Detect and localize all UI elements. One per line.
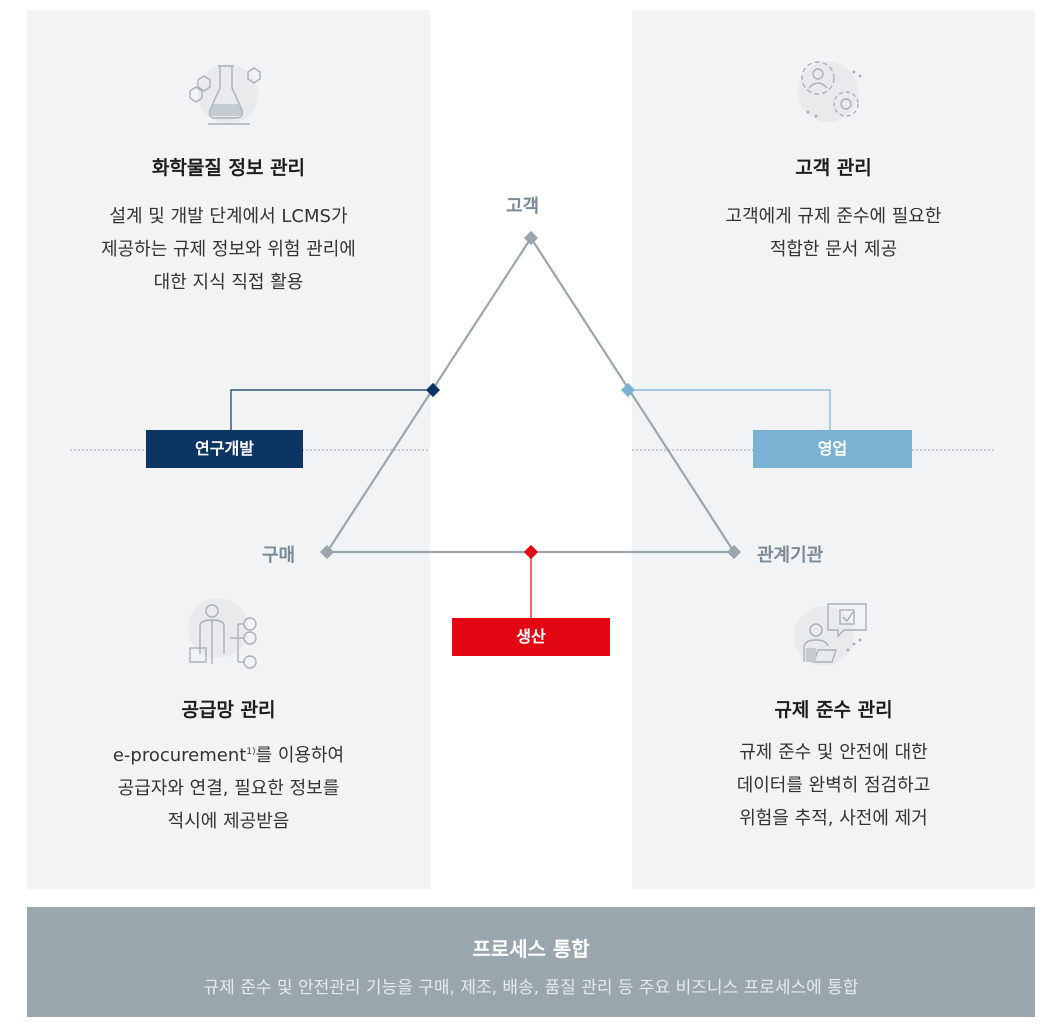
compliance-block-title: 규제 준수 관리 <box>774 699 893 721</box>
chemical-block-desc: 설계 및 개발 단계에서 LCMS가 제공하는 규제 정보와 위험 관리에 대한… <box>27 200 430 299</box>
user-gears-icon <box>798 61 862 122</box>
process-integration-desc: 규제 준수 및 안전관리 기능을 구매, 제조, 배송, 품질 관리 등 주요 … <box>203 978 859 998</box>
footnote-marker: 1) <box>246 747 256 757</box>
supply-desc-line-2: 공급자와 연결, 필요한 정보를 <box>117 778 340 799</box>
chemical-desc-line-2: 제공하는 규제 정보와 위험 관리에 <box>101 239 356 260</box>
chemical-desc-line-1: 설계 및 개발 단계에서 LCMS가 <box>109 206 348 227</box>
supply-desc-line-3: 적시에 제공받음 <box>167 811 290 832</box>
rnd-tag: 연구개발 <box>146 430 303 468</box>
supply-block-title: 공급망 관리 <box>181 699 276 721</box>
process-integration-title: 프로세스 통합 <box>472 937 590 961</box>
customer-block-title: 고객 관리 <box>795 157 872 179</box>
left-vertex-marker <box>319 544 335 560</box>
person-checklist-icon <box>794 603 867 666</box>
vertex-label-authority: 관계기관 <box>757 545 824 566</box>
vertex-label-purchase: 구매 <box>262 545 296 566</box>
top-vertex-marker <box>523 230 539 246</box>
eprocurement-text: e-procurement <box>112 745 247 766</box>
compliance-desc-line-3: 위험을 추적, 사전에 제거 <box>739 808 928 829</box>
supply-block-desc: e-procurement1)를 이용하여 공급자와 연결, 필요한 정보를 적… <box>27 736 430 838</box>
compliance-desc-line-1: 규제 준수 및 안전에 대한 <box>739 742 928 763</box>
chemical-desc-line-3: 대한 지식 직접 활용 <box>153 272 304 293</box>
flask-icon <box>189 64 261 125</box>
process-integration-bar: 프로세스 통합 규제 준수 및 안전관리 기능을 구매, 제조, 배송, 품질 … <box>27 907 1035 1017</box>
person-network-icon <box>188 598 257 669</box>
sales-tag: 영업 <box>753 430 912 468</box>
rnd-marker <box>425 382 441 398</box>
right-vertex-marker <box>726 544 742 560</box>
rnd-connector <box>230 389 433 432</box>
customer-desc-line-1: 고객에게 규제 준수에 필요한 <box>725 206 942 227</box>
production-tag: 생산 <box>452 618 610 656</box>
customer-desc-line-2: 적합한 문서 제공 <box>769 239 898 260</box>
supply-desc-line-1: e-procurement1)를 이용하여 <box>27 736 430 772</box>
sales-marker <box>620 382 636 398</box>
production-marker <box>523 544 539 560</box>
customer-block-desc: 고객에게 규제 준수에 필요한 적합한 문서 제공 <box>632 200 1035 266</box>
compliance-desc-line-2: 데이터를 완벽히 점검하고 <box>736 775 931 796</box>
supply-line1-rest: 를 이용하여 <box>255 745 345 766</box>
chemical-block-title: 화학물질 정보 관리 <box>151 157 306 179</box>
vertex-label-customer: 고객 <box>506 196 540 217</box>
sales-connector <box>628 389 831 432</box>
compliance-block-desc: 규제 준수 및 안전에 대한 데이터를 완벽히 점검하고 위험을 추적, 사전에… <box>632 736 1035 835</box>
